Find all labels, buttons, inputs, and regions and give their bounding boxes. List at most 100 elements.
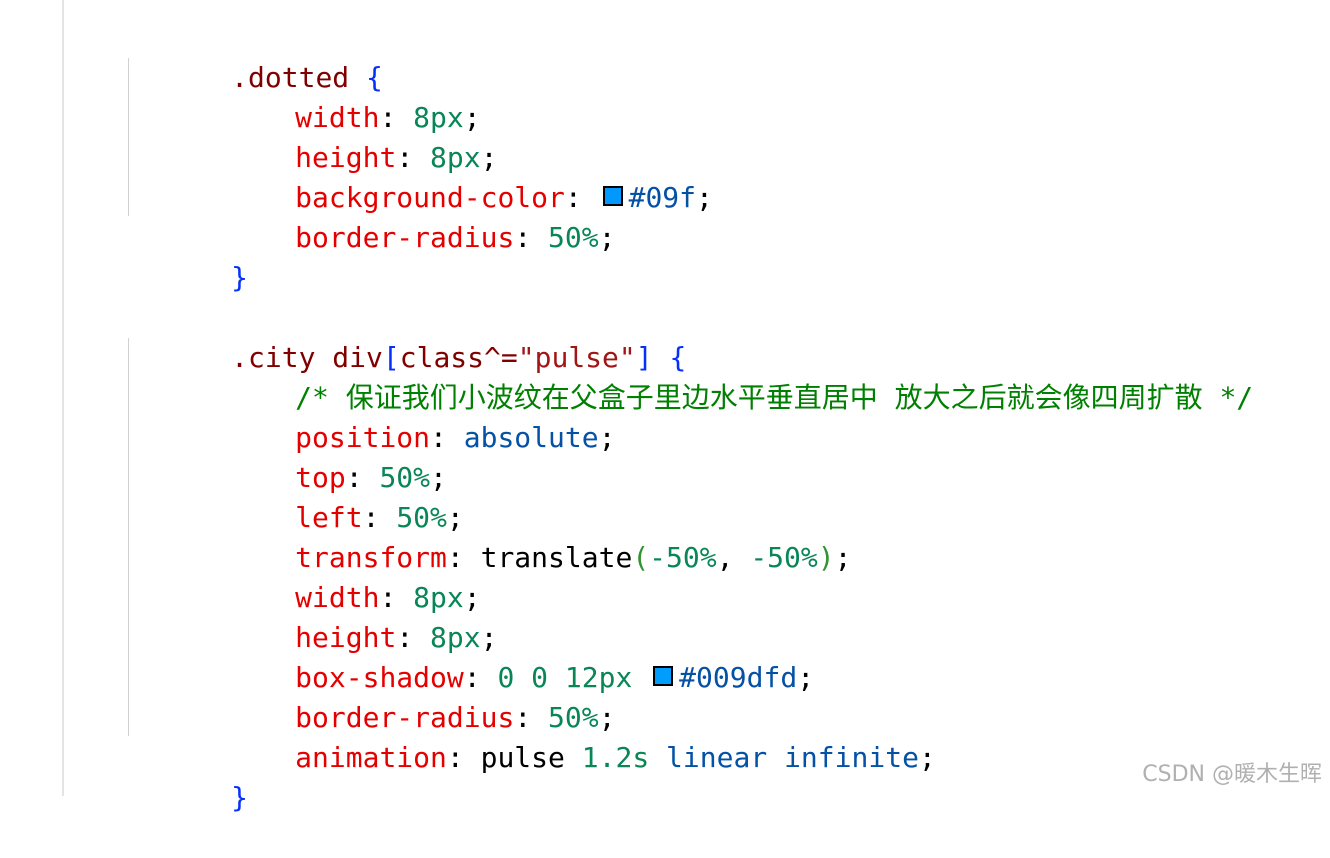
code-line-17[interactable]: border-radius: 50%; bbox=[194, 658, 615, 734]
semicolon: ; bbox=[463, 101, 481, 134]
css-value: infinite bbox=[784, 741, 919, 774]
paren-close: ) bbox=[817, 541, 835, 574]
code-line-16[interactable]: box-shadow: 0 0 12px #009dfd; bbox=[194, 618, 814, 694]
code-line-5[interactable]: border-radius: 50%; bbox=[194, 178, 615, 254]
colon: : bbox=[396, 141, 431, 174]
color-swatch-icon[interactable] bbox=[602, 186, 623, 206]
css-comment: /* 保证我们小波纹在父盒子里边水平垂直居中 放大之后就会像四周扩散 */ bbox=[295, 381, 1254, 414]
semicolon: ; bbox=[834, 541, 852, 574]
css-value: 50% bbox=[396, 501, 447, 534]
colon: : bbox=[564, 181, 599, 214]
code-line-11[interactable]: top: 50%; bbox=[194, 418, 447, 494]
semicolon: ; bbox=[463, 581, 481, 614]
css-color-value: #09f bbox=[628, 181, 697, 214]
css-color-value: #009dfd bbox=[679, 661, 798, 694]
colon: : bbox=[514, 701, 549, 734]
code-line-15[interactable]: height: 8px; bbox=[194, 578, 497, 654]
semicolon: ; bbox=[797, 661, 815, 694]
css-function: translate bbox=[480, 541, 633, 574]
colon: : bbox=[446, 541, 481, 574]
css-property: background-color bbox=[295, 181, 565, 214]
css-selector: .dotted bbox=[231, 61, 350, 94]
code-line-18[interactable]: animation: pulse 1.2s linear infinite; bbox=[194, 698, 936, 774]
css-value: absolute bbox=[463, 421, 599, 454]
colon: : bbox=[463, 661, 498, 694]
code-line-6[interactable]: } bbox=[130, 218, 248, 294]
space bbox=[632, 661, 649, 694]
code-line-2[interactable]: width: 8px; bbox=[194, 58, 480, 134]
code-line-10[interactable]: position: absolute; bbox=[194, 378, 615, 454]
color-swatch-icon[interactable] bbox=[653, 666, 674, 686]
space bbox=[649, 741, 666, 774]
code-line-4[interactable]: background-color: #09f; bbox=[194, 138, 713, 214]
css-property: height bbox=[295, 621, 397, 654]
css-value: -50% bbox=[750, 541, 818, 574]
space bbox=[767, 741, 784, 774]
colon: : bbox=[514, 221, 549, 254]
css-property: top bbox=[295, 461, 346, 494]
css-selector: .city div bbox=[231, 341, 383, 374]
code-line-13[interactable]: transform: translate(-50%, -50%); bbox=[194, 498, 851, 574]
css-property: transform bbox=[295, 541, 447, 574]
css-value: 0 0 12px bbox=[497, 661, 633, 694]
semicolon: ; bbox=[446, 501, 464, 534]
indent-guide-rule1 bbox=[128, 58, 129, 216]
indent-guide-rule2 bbox=[128, 338, 129, 736]
code-line-1[interactable]: .dotted { bbox=[130, 18, 383, 94]
space bbox=[565, 741, 582, 774]
code-line-12[interactable]: left: 50%; bbox=[194, 458, 464, 534]
css-property: box-shadow bbox=[295, 661, 464, 694]
css-attr-string: "pulse" bbox=[517, 341, 636, 374]
code-line-8[interactable]: .city div[class^="pulse"] { bbox=[130, 298, 686, 374]
watermark: CSDN @暖木生晖 bbox=[1142, 762, 1322, 787]
open-brace: { bbox=[349, 61, 383, 94]
code-line-9[interactable]: /* 保证我们小波纹在父盒子里边水平垂直居中 放大之后就会像四周扩散 */ bbox=[194, 338, 1253, 414]
colon: : bbox=[430, 421, 464, 454]
semicolon: ; bbox=[430, 461, 447, 494]
css-value: 50% bbox=[379, 461, 431, 494]
css-property: height bbox=[295, 141, 397, 174]
colon: : bbox=[362, 501, 397, 534]
css-value: 8px bbox=[430, 141, 481, 174]
css-value: -50% bbox=[649, 541, 717, 574]
attr-bracket-close: ] bbox=[635, 341, 653, 374]
editor-margin-rule bbox=[62, 0, 64, 796]
css-property: border-radius bbox=[295, 221, 515, 254]
close-brace: } bbox=[231, 781, 249, 814]
semicolon: ; bbox=[696, 181, 713, 214]
css-value: 8px bbox=[413, 581, 464, 614]
css-value: 8px bbox=[430, 621, 481, 654]
css-attr-selector: class^= bbox=[399, 341, 518, 374]
semicolon: ; bbox=[598, 701, 616, 734]
semicolon: ; bbox=[598, 421, 616, 454]
colon: : bbox=[345, 461, 380, 494]
code-content[interactable]: .dotted { width: 8px; height: 8px; backg… bbox=[0, 0, 1253, 814]
colon: : bbox=[379, 581, 414, 614]
open-brace: { bbox=[652, 341, 687, 374]
css-property: width bbox=[295, 101, 380, 134]
paren-open: ( bbox=[632, 541, 650, 574]
semicolon: ; bbox=[480, 141, 498, 174]
css-property: left bbox=[295, 501, 363, 534]
css-value: 50% bbox=[548, 221, 599, 254]
attr-bracket-open: [ bbox=[382, 341, 400, 374]
css-value: 1.2s bbox=[581, 741, 650, 774]
code-line-14[interactable]: width: 8px; bbox=[194, 538, 480, 614]
close-brace: } bbox=[231, 261, 249, 294]
css-property: width bbox=[295, 581, 380, 614]
css-property: animation bbox=[295, 741, 447, 774]
colon: : bbox=[446, 741, 481, 774]
semicolon: ; bbox=[480, 621, 498, 654]
css-property: border-radius bbox=[295, 701, 515, 734]
css-value: pulse bbox=[480, 741, 565, 774]
colon: : bbox=[396, 621, 431, 654]
css-value: 50% bbox=[548, 701, 599, 734]
semicolon: ; bbox=[598, 221, 616, 254]
code-line-3[interactable]: height: 8px; bbox=[194, 98, 497, 174]
semicolon: ; bbox=[918, 741, 936, 774]
css-value: linear bbox=[666, 741, 768, 774]
colon: : bbox=[379, 101, 414, 134]
code-editor[interactable]: .dotted { width: 8px; height: 8px; backg… bbox=[0, 0, 1330, 814]
code-line-19[interactable]: } bbox=[130, 738, 248, 814]
css-property: position bbox=[295, 421, 431, 454]
